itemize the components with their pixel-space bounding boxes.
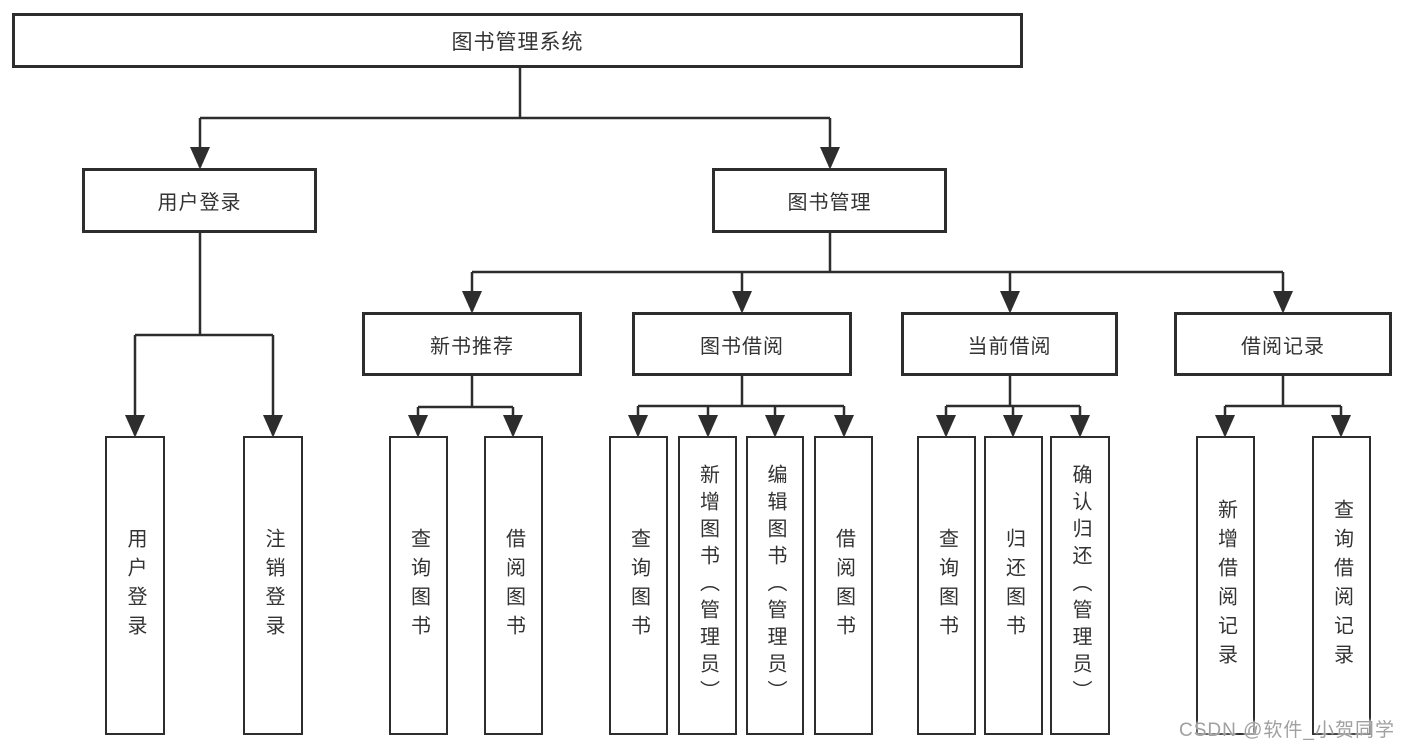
connector-root-trunk	[200, 68, 830, 120]
leaf-borrow-books-borrow: 借阅图书	[814, 436, 873, 735]
leaf-add-borrow-record: 新增借阅记录	[1196, 436, 1255, 735]
watermark: CSDN @软件_小贺同学	[1179, 720, 1395, 741]
leaf-return-book: 归还图书	[984, 436, 1043, 735]
node-borrow-records: 借阅记录	[1174, 312, 1392, 376]
node-root: 图书管理系统	[12, 13, 1023, 68]
leaf-logout: 注销登录	[243, 436, 303, 735]
leaf-borrow-books-recommend: 借阅图书	[484, 436, 543, 735]
connector-bookborrow-trunk	[638, 376, 844, 408]
leaf-edit-book-admin: 编辑图书（管理员）	[746, 436, 804, 735]
leaf-add-book-admin: 新增图书（管理员）	[678, 436, 737, 735]
node-current-borrow: 当前借阅	[901, 312, 1118, 376]
node-book-borrow: 图书借阅	[632, 312, 852, 376]
connector-bookmgmt-trunk	[472, 233, 1283, 274]
connector-currentborrow-trunk	[946, 376, 1080, 408]
node-user-login: 用户登录	[82, 168, 317, 233]
leaf-query-books-borrow: 查询图书	[609, 436, 668, 735]
node-book-management: 图书管理	[712, 168, 947, 233]
connector-userlogin-trunk	[135, 233, 273, 337]
leaf-query-books-current: 查询图书	[917, 436, 976, 735]
leaf-query-books-recommend: 查询图书	[389, 436, 448, 735]
connector-borrowrecords-trunk	[1225, 376, 1341, 408]
connector-newbook-trunk	[418, 376, 513, 409]
leaf-query-borrow-record: 查询借阅记录	[1312, 436, 1371, 735]
leaf-user-login: 用户登录	[105, 436, 165, 735]
leaf-confirm-return-admin: 确认归还（管理员）	[1050, 436, 1110, 735]
node-new-book-recommend: 新书推荐	[362, 312, 582, 376]
